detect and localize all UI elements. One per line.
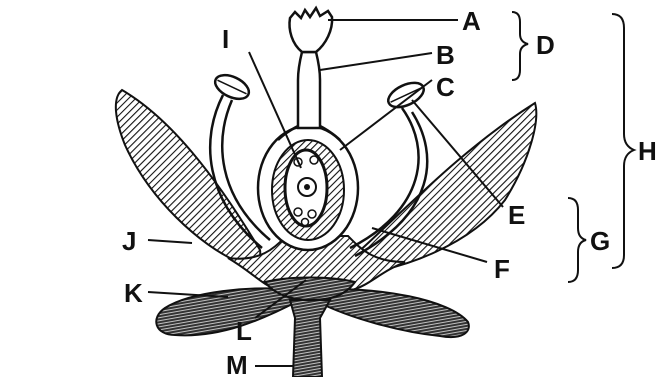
- label-j: J: [122, 228, 136, 254]
- label-l: L: [236, 318, 252, 344]
- leader-c: [340, 80, 432, 150]
- label-g: G: [590, 228, 610, 254]
- stigma: [290, 8, 333, 52]
- label-i: I: [222, 26, 229, 52]
- synergid-2: [310, 156, 318, 164]
- antipodal-1: [294, 208, 302, 216]
- sepal-left: [156, 288, 300, 335]
- bracket-d: [512, 12, 528, 80]
- label-m: M: [226, 352, 248, 378]
- leader-j: [148, 240, 192, 243]
- petal-left: [116, 90, 260, 264]
- leader-b: [320, 53, 432, 70]
- label-f: F: [494, 256, 510, 282]
- egg-nucleus: [304, 184, 310, 190]
- label-b: B: [436, 42, 455, 68]
- anther-left: [211, 70, 252, 103]
- bracket-h: [612, 14, 634, 268]
- label-h: H: [638, 138, 657, 164]
- label-a: A: [462, 8, 481, 34]
- label-d: D: [536, 32, 555, 58]
- style: [298, 52, 320, 128]
- bracket-g: [568, 198, 586, 282]
- pedicel: [290, 300, 330, 377]
- anther-right: [385, 78, 428, 112]
- antipodal-3: [302, 219, 309, 226]
- label-k: K: [124, 280, 143, 306]
- antipodal-2: [308, 210, 316, 218]
- label-c: C: [436, 74, 455, 100]
- label-e: E: [508, 202, 525, 228]
